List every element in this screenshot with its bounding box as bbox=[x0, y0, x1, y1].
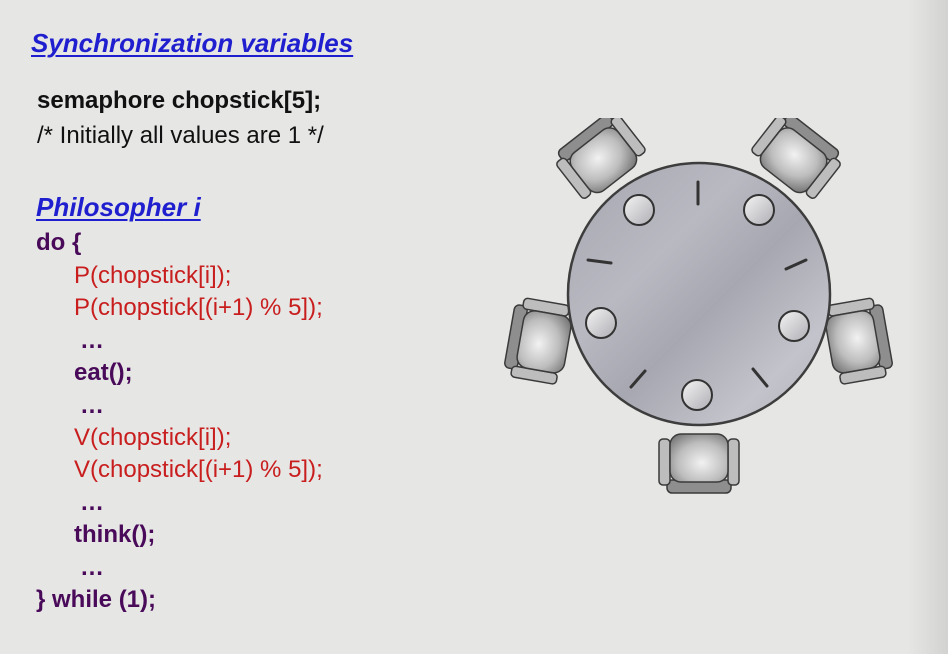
code-line-ellipsis: … bbox=[80, 554, 104, 581]
code-line-ellipsis: … bbox=[80, 489, 104, 516]
code-line-while: } while (1); bbox=[36, 586, 157, 613]
plate-icon bbox=[743, 194, 775, 226]
plate-icon bbox=[585, 307, 617, 339]
chair-icon bbox=[658, 433, 740, 494]
chair-icon bbox=[501, 295, 576, 387]
slide-edge-shadow bbox=[908, 0, 948, 654]
chopstick-icon bbox=[784, 258, 808, 271]
code-line-ellipsis: … bbox=[80, 392, 104, 419]
code-line-ellipsis: … bbox=[80, 327, 104, 354]
plate-icon bbox=[778, 310, 810, 342]
code-line-v-right: V(chopstick[(i+1) % 5]); bbox=[74, 456, 323, 483]
chair-icon bbox=[821, 295, 896, 387]
code-line-do: do { bbox=[36, 229, 82, 256]
chopstick-icon bbox=[586, 258, 613, 265]
code-line-p-right: P(chopstick[(i+1) % 5]); bbox=[74, 294, 323, 321]
initial-values-comment: /* Initially all values are 1 */ bbox=[37, 122, 324, 149]
chopstick-icon bbox=[629, 369, 647, 389]
code-line-p-left: P(chopstick[i]); bbox=[74, 262, 232, 289]
semaphore-declaration: semaphore chopstick[5]; bbox=[37, 87, 322, 114]
dining-table-diagram bbox=[501, 118, 896, 494]
code-line-eat: eat(); bbox=[74, 359, 133, 386]
philosopher-heading: Philosopher i bbox=[36, 192, 201, 222]
sync-variables-heading: Synchronization variables bbox=[31, 28, 354, 58]
code-line-v-left: V(chopstick[i]); bbox=[74, 424, 232, 451]
chopstick-icon bbox=[751, 367, 769, 388]
plate-icon bbox=[681, 379, 713, 411]
round-table bbox=[566, 161, 832, 427]
code-line-think: think(); bbox=[74, 521, 156, 548]
plate-icon bbox=[623, 194, 655, 226]
